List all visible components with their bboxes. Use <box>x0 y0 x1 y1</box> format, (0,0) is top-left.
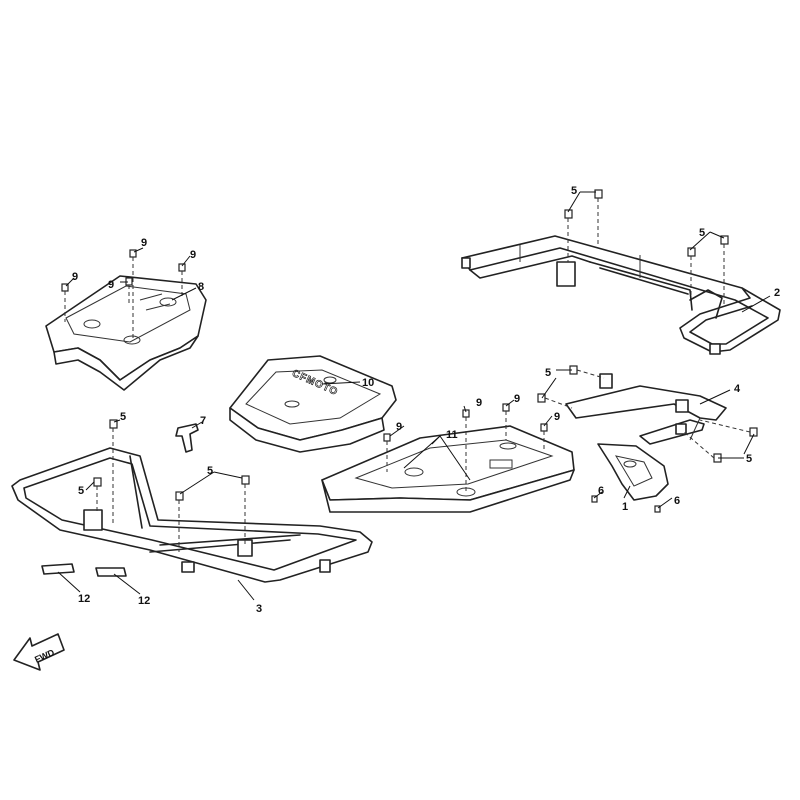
callout-5-bracket-left: 5 <box>545 367 551 379</box>
callout-8: 8 <box>198 281 204 293</box>
callout-9-b: 9 <box>190 249 196 261</box>
callout-5-bracket-right: 5 <box>746 453 752 465</box>
callout-11: 11 <box>446 429 458 441</box>
rear-rack-frame <box>461 235 781 355</box>
callout-12-right: 12 <box>138 595 150 607</box>
callout-9-d: 9 <box>72 271 78 283</box>
callout-labels: 5 5 2 9 9 9 9 8 10 7 4 5 5 9 9 9 9 11 5 … <box>72 185 780 615</box>
small-clip <box>175 423 199 453</box>
callout-5-rear-top: 5 <box>571 185 577 197</box>
front-rack-cover <box>45 275 207 391</box>
callout-9-f: 9 <box>514 393 520 405</box>
callout-5-front-left: 5 <box>78 485 84 497</box>
callout-9-a: 9 <box>141 237 147 249</box>
rear-rack-cover: CFMOTO <box>229 355 397 453</box>
callout-10: 10 <box>362 377 374 389</box>
callout-7: 7 <box>200 415 206 427</box>
callout-5-front-top: 5 <box>120 411 126 423</box>
callout-3: 3 <box>256 603 262 615</box>
callout-4: 4 <box>734 383 741 395</box>
front-rack-frame <box>11 447 373 583</box>
leader-lines <box>57 191 771 601</box>
callout-2: 2 <box>774 287 780 299</box>
reflector-strips <box>41 563 127 577</box>
callout-5-front-mid: 5 <box>207 465 213 477</box>
callout-6-left: 6 <box>598 485 604 497</box>
assembly-lines <box>64 198 751 552</box>
callout-5-rear-right: 5 <box>699 227 705 239</box>
callout-6-right: 6 <box>674 495 680 507</box>
callout-1: 1 <box>622 501 628 513</box>
mounting-bracket <box>565 373 727 445</box>
callout-9-c: 9 <box>108 279 114 291</box>
callout-9-h: 9 <box>554 411 560 423</box>
callout-12-left: 12 <box>78 593 90 605</box>
callout-9-g: 9 <box>396 421 402 433</box>
forward-direction-arrow: FWD <box>13 633 65 671</box>
mid-rack-cover <box>321 425 575 513</box>
skid-plate <box>597 443 669 501</box>
callout-9-e: 9 <box>476 397 482 409</box>
